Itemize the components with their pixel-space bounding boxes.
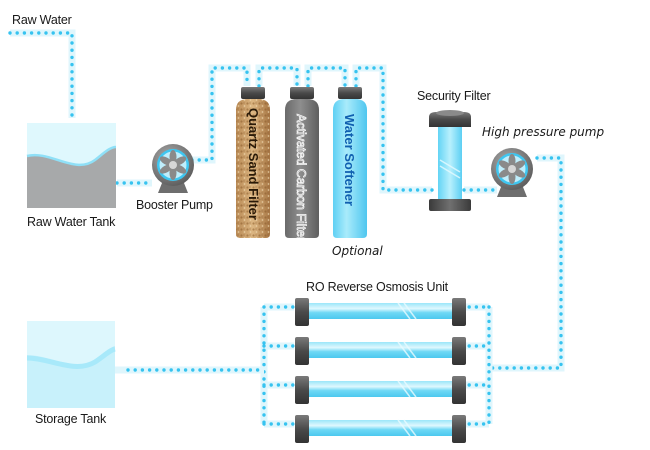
pipe-softener-to-security xyxy=(352,64,434,194)
pipe-ro-left-manifold xyxy=(260,303,296,428)
activated-carbon-filter-label: Activated Carbon Filter xyxy=(294,114,308,241)
quartz-sand-filter-vessel: Quartz Sand Filter xyxy=(236,87,270,238)
pipe-carbon-to-softener xyxy=(304,64,349,88)
raw-water-tank-label: Raw Water Tank xyxy=(27,215,116,229)
ro-unit-label: RO Reverse Osmosis Unit xyxy=(306,280,449,294)
pipe-sand-to-carbon xyxy=(255,64,301,88)
ro-end-cap-right xyxy=(452,337,466,365)
ro-end-cap-left xyxy=(295,415,309,443)
raw-water-label: Raw Water xyxy=(12,13,72,27)
pipe-booster-to-filters xyxy=(190,64,251,164)
high-pressure-pump-label: High pressure pump xyxy=(482,125,604,139)
high-pressure-pump-icon xyxy=(491,148,533,197)
ro-membrane xyxy=(295,376,466,404)
booster-pump-label: Booster Pump xyxy=(136,198,213,212)
ro-end-cap-left xyxy=(295,376,309,404)
pipe-raw-water-inlet xyxy=(8,29,76,120)
ro-membrane xyxy=(295,337,466,365)
optional-label: Optional xyxy=(332,244,383,258)
ro-end-cap-right xyxy=(452,298,466,326)
pipes xyxy=(8,29,565,428)
ro-end-cap-left xyxy=(295,337,309,365)
booster-pump-icon xyxy=(152,144,194,193)
water-softener-vessel: Water Softener xyxy=(333,87,367,238)
pipe-ro-right-manifold xyxy=(460,303,493,428)
security-filter-label: Security Filter xyxy=(417,89,490,103)
water-softener-label: Water Softener xyxy=(342,114,357,206)
ro-end-cap-right xyxy=(452,415,466,443)
ro-end-cap-left xyxy=(295,298,309,326)
raw-water-tank xyxy=(26,123,117,208)
pipe-hp-pump-to-ro xyxy=(487,154,565,372)
ro-membrane xyxy=(295,298,466,326)
storage-tank xyxy=(26,321,116,408)
ro-membrane-array xyxy=(295,298,466,443)
security-filter-icon xyxy=(429,110,471,211)
ro-end-cap-right xyxy=(452,376,466,404)
ro-membrane xyxy=(295,415,466,443)
activated-carbon-filter-vessel: Activated Carbon Filter xyxy=(285,87,319,241)
quartz-sand-filter-label: Quartz Sand Filter xyxy=(246,108,261,220)
storage-tank-label: Storage Tank xyxy=(35,412,107,426)
